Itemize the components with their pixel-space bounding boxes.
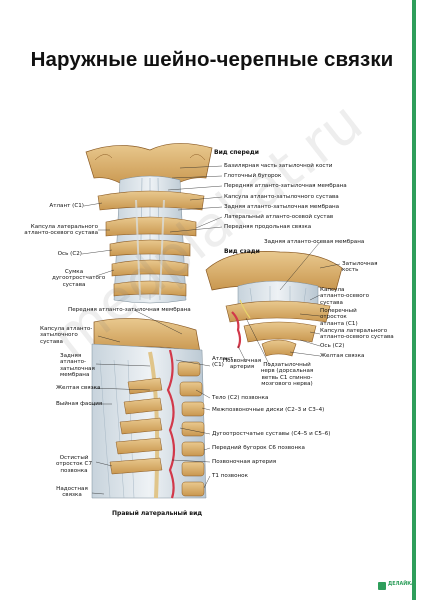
label-ant-membrane-lateral: Передняя атланто-затылочная мембрана [68, 307, 191, 313]
label-post-atlanto-occipital: Задняя атланто-затылочная мембрана [224, 204, 340, 210]
label-ligamentum-flavum-posterior: Желтая связка [320, 353, 365, 359]
label-post-atlanto-axial: Задняя атланто-осевая мембрана [264, 239, 365, 245]
label-axis-posterior: Ось (C2) [320, 343, 345, 349]
leader-lines [81, 165, 341, 495]
label-basilar: Базилярная часть затылочной кости [224, 163, 333, 169]
brand-name: ДЕЛАЙКА [388, 582, 415, 587]
label-ant-longitudinal: Передняя продольная связка [224, 224, 312, 230]
label-nuchal-fascia: Выйная фасция [56, 401, 103, 407]
accent-bar [412, 0, 416, 600]
label-discs: Межпозвоночные диски (C2–3 и C3–4) [212, 407, 325, 413]
label-zygapophyseal: Сумка дугоотростчатого сустава [52, 269, 106, 288]
lateral-view-illustration [91, 318, 207, 499]
label-atlas-lateral: Атлант (C1) [212, 356, 234, 369]
brand-logo: ДЕЛАЙКА [378, 581, 415, 591]
lateral-view-heading: Правый латеральный вид [112, 510, 203, 517]
label-spinous-c7: Остистый отросток C7 позвонка [55, 455, 93, 474]
label-ant-tubercle: Передний бугорок C6 позвонка [212, 445, 305, 451]
label-suboccipital-nerve: Подзатылочный нерв (дорсальная ветвь C1 … [260, 362, 314, 388]
posterior-view-illustration [205, 251, 343, 357]
label-transverse-process: Поперечный отросток атланта (C1) [320, 308, 358, 327]
label-lateral-atlanto-axial: Латеральный атланто-осевой сустав [224, 214, 334, 220]
poster-title: Наружные шейно-черепные связки [30, 48, 394, 71]
anterior-view-illustration [85, 143, 213, 304]
label-capsule-lat-atlantoaxial: Капсула латерального атланто-осевого сус… [24, 224, 98, 237]
label-vertebral-artery-posterior: Позвоночная артерия [222, 358, 262, 371]
label-capsule-lat-posterior: Капсула латерального атланто-осевого сус… [320, 328, 394, 341]
label-supraspinous: Надостная связка [56, 486, 88, 499]
brand-logo-icon [378, 582, 386, 590]
label-t1: T1 позвонок [212, 473, 248, 479]
label-capsule-atlanto-axial: Капсула атланто-осевого сустава [320, 287, 370, 306]
label-vertebral-artery-lateral: Позвоночная артерия [212, 459, 277, 465]
label-facet-joints: Дугоотростчатые суставы (C4–5 и C5–6) [212, 431, 331, 437]
label-occipital-bone: Затылочная кость [342, 261, 378, 274]
label-capsule-atlanto-occipital: Капсула атланто-затылочного сустава [224, 194, 339, 200]
label-body-c2: Тело (C2) позвонка [212, 395, 269, 401]
label-pharyngeal: Глоточный бугорок [224, 173, 282, 179]
label-capsule-lateral: Капсула атланто-затылочного сустава [40, 326, 93, 345]
label-atlas-anterior: Атлант (C1) [49, 203, 84, 209]
posterior-view-heading: Вид сзади [224, 248, 260, 255]
label-axis-anterior: Ось (C2) [57, 251, 82, 257]
label-ant-atlanto-occipital: Передняя атланто-затылочная мембрана [224, 183, 347, 189]
anterior-view-heading: Вид спереди [214, 149, 259, 156]
label-flavum-lateral: Желтая связка [56, 385, 101, 391]
label-post-membrane-lateral: Задняя атланто-затылочная мембрана [60, 353, 95, 379]
